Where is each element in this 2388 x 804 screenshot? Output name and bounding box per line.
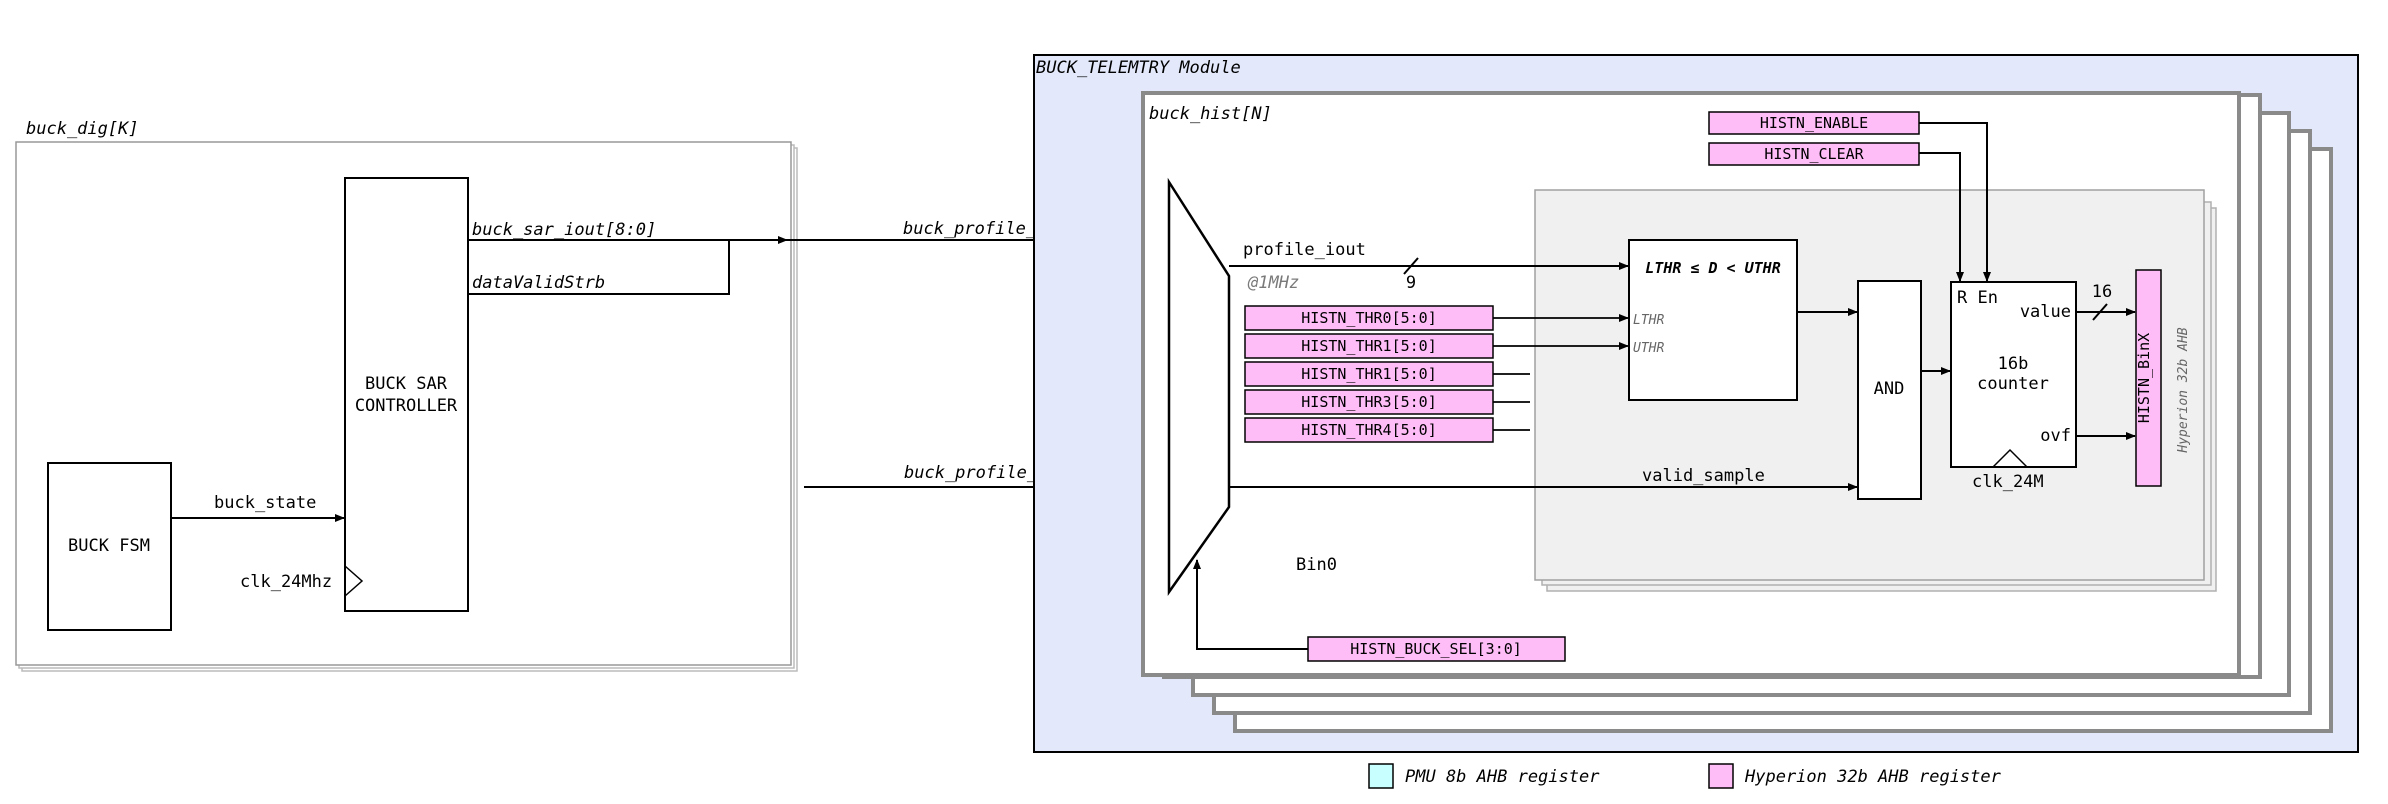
sar-clk-label: clk_24Mhz [240, 572, 332, 592]
telemetry-module: BUCK_TELEMTRY Module buck_hist[N] Hyperi… [1033, 54, 2359, 753]
and-gate [1857, 280, 1922, 500]
thr0-register-label: HISTN_THR0[5:0] [1301, 309, 1436, 327]
counter-clock-triangle [1992, 448, 2028, 468]
thr2-register-label: HISTN_THR1[5:0] [1301, 365, 1436, 383]
buck-sel-register-label: HISTN_BUCK_SEL[3:0] [1350, 640, 1522, 658]
data-valid-label: dataValidStrb [472, 273, 605, 293]
counter-ovf-label: ovf [2040, 426, 2071, 446]
legend-pmu-swatch [1368, 763, 1394, 789]
data-valid-wire [468, 240, 730, 295]
buck-dig-block: buck_dig[K] BUCK FSM BUCK SAR CONTROLLER… [15, 119, 798, 672]
enable-wire [1919, 122, 1991, 282]
thr3-register-label: HISTN_THR3[5:0] [1301, 393, 1436, 411]
uthr-port-label: UTHR [1633, 341, 1664, 356]
counter-line2: counter [1977, 374, 2049, 394]
binx-register[interactable] [2135, 269, 2162, 487]
enable-register-label: HISTN_ENABLE [1760, 114, 1868, 132]
bin-label: Bin0 [1296, 555, 1337, 575]
compare-label: LTHR ≤ D < UTHR [1645, 259, 1780, 277]
counter-line1: 16b [1998, 354, 2029, 374]
bus-width-slash [1403, 257, 1419, 275]
legend-hyperion-label: Hyperion 32b AHB register [1744, 767, 2002, 787]
rate-label: @1MHz [1247, 273, 1299, 293]
sar-controller-box [344, 177, 469, 612]
sar-clock-triangle [344, 565, 364, 597]
counter-clk-label: clk_24M [1972, 472, 2044, 492]
thr1-register[interactable] [1244, 333, 1494, 359]
threshold-registers: HISTN_THR0[5:0] HISTN_THR1[5:0] HISTN_TH… [1244, 305, 1494, 443]
value-width-slash [2092, 303, 2108, 321]
legend-pmu-label: PMU 8b AHB register [1405, 767, 1600, 787]
buck-state-label: buck_state [214, 493, 316, 513]
clear-register-label: HISTN_CLEAR [1764, 145, 1864, 163]
and-label: AND [1874, 379, 1905, 399]
bucksel-mux [1167, 177, 1231, 596]
buck-sel-wire [1193, 559, 1308, 650]
thr4-register[interactable] [1244, 417, 1494, 443]
counter-re-label: R En [1957, 288, 1998, 308]
profile-iout-label: profile_iout [1243, 240, 1366, 260]
thr1-register-label: HISTN_THR1[5:0] [1301, 337, 1436, 355]
telemetry-module-title: BUCK_TELEMTRY Module [1036, 58, 1241, 78]
buck-fsm-box [47, 462, 172, 631]
thr0-register[interactable] [1244, 305, 1494, 331]
sar-iout-label: buck_sar_iout[8:0] [472, 220, 656, 240]
clear-wire [1919, 152, 1964, 282]
lthr-port-label: LTHR [1633, 313, 1664, 328]
valid-sample-label: valid_sample [1642, 466, 1765, 486]
sar-label-line2: CONTROLLER [355, 396, 458, 416]
thr4-register-label: HISTN_THR4[5:0] [1301, 421, 1436, 439]
thr2-register[interactable] [1244, 361, 1494, 387]
counter-value-label: value [2020, 302, 2071, 322]
buck-dig-title: buck_dig[K] [26, 119, 139, 139]
legend-hyperion-swatch [1708, 763, 1734, 789]
value-width-label: 16 [2092, 282, 2112, 302]
thr3-register[interactable] [1244, 389, 1494, 415]
legend: PMU 8b AHB register Hyperion 32b AHB reg… [1368, 763, 2002, 789]
hist-title: buck_hist[N] [1149, 104, 1272, 124]
range-comparator [1628, 239, 1798, 401]
bus-width-label: 9 [1406, 273, 1416, 293]
hyperion-side-label: Hyperion 32b AHB [2176, 327, 2191, 453]
counter-box [1950, 281, 2077, 468]
binx-register-label: HISTN_BinX [2135, 333, 2153, 423]
buck-fsm-label: BUCK FSM [68, 536, 150, 556]
sar-label-line1: BUCK SAR [365, 374, 448, 394]
